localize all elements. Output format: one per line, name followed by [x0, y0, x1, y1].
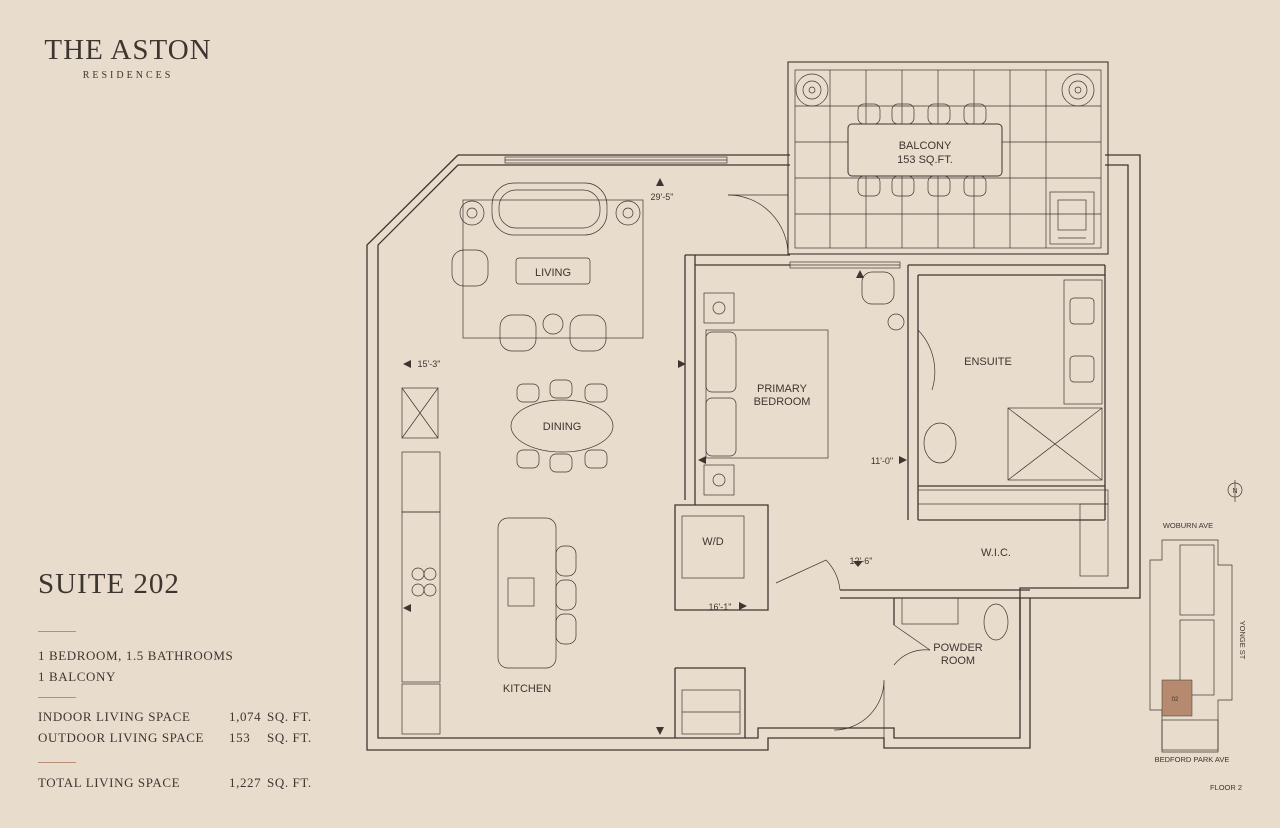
- planter-icon: [795, 73, 829, 107]
- dimension-living-depth: 15'-3": [418, 359, 441, 369]
- living-furniture: [451, 182, 644, 352]
- closet-shelving: [681, 689, 741, 735]
- key-plan: N WOBURN AVE YONGE ST BEDFORD PARK AVE F…: [1149, 480, 1247, 792]
- street-top: WOBURN AVE: [1163, 521, 1213, 530]
- street-right: YONGE ST: [1238, 621, 1247, 660]
- brand-subtitle: RESIDENCES: [82, 70, 174, 81]
- spec-unit: SQ. FT.: [267, 775, 312, 790]
- exterior-walls: [366, 154, 1141, 751]
- spec-value: 153: [229, 730, 251, 745]
- divider: [38, 697, 76, 698]
- bbq-icon: [1049, 191, 1095, 245]
- doors: [727, 194, 936, 738]
- living-label: LIVING: [535, 267, 571, 279]
- balcony-label: BALCONY: [899, 140, 952, 152]
- dining-table: [510, 379, 614, 473]
- street-bottom: BEDFORD PARK AVE: [1155, 755, 1230, 764]
- suite-title: SUITE 202: [38, 568, 180, 600]
- divider: [38, 762, 76, 763]
- planter-icon: [1061, 73, 1095, 107]
- divider: [38, 631, 76, 632]
- dimension-living-width: 29'-5": [651, 192, 674, 202]
- dimension-laundry: 16'-1": [709, 602, 732, 612]
- wd-label: W/D: [702, 536, 723, 548]
- ensuite-label: ENSUITE: [964, 356, 1012, 368]
- windows: [504, 156, 901, 269]
- dimension-wic: 12'-6": [850, 556, 873, 566]
- dining-label: DINING: [543, 421, 582, 433]
- unit-label: 02: [1172, 697, 1179, 703]
- ensuite-fixtures: [923, 279, 1103, 481]
- spec-unit: SQ. FT.: [267, 730, 312, 745]
- brand-logo: THE ASTON RESIDENCES: [38, 34, 218, 81]
- brand-title: THE ASTON: [44, 34, 212, 66]
- spec-outdoor: OUTDOOR LIVING SPACE 153 SQ. FT.: [38, 730, 318, 750]
- spec-label: INDOOR LIVING SPACE: [38, 709, 191, 724]
- balcony: BALCONY 153 SQ.FT.: [787, 61, 1109, 255]
- kitchen-label: KITCHEN: [503, 683, 551, 695]
- spec-indoor: INDOOR LIVING SPACE 1,074 SQ. FT.: [38, 709, 318, 729]
- bedroom-furniture: [703, 271, 905, 496]
- bedroom-label-2: BEDROOM: [754, 396, 811, 408]
- wic-label: W.I.C.: [981, 547, 1011, 559]
- dimension-bedroom: 11'-0": [871, 456, 893, 466]
- interior-walls: [674, 254, 1106, 738]
- north-label: N: [1232, 488, 1237, 495]
- balcony-chairs: [857, 103, 987, 197]
- wic-shelving: [917, 489, 1109, 577]
- kitchen-fixtures: [401, 387, 577, 735]
- spec-value: 1,227: [229, 775, 262, 790]
- laundry-unit: [681, 515, 745, 579]
- powder-label-2: ROOM: [941, 655, 975, 667]
- spec-total: TOTAL LIVING SPACE 1,227 SQ. FT.: [38, 775, 318, 795]
- balcony-count: 1 BALCONY: [38, 669, 116, 684]
- spec-unit: SQ. FT.: [267, 709, 312, 724]
- dimension-arrows: [403, 178, 907, 735]
- floor-label: FLOOR 2: [1210, 783, 1242, 792]
- suite-summary: 1 BEDROOM, 1.5 BATHROOMS 1 BALCONY: [38, 645, 233, 687]
- powder-label-1: POWDER: [933, 642, 983, 654]
- spec-value: 1,074: [229, 709, 262, 724]
- unit-highlight: [1161, 679, 1193, 717]
- spec-label: TOTAL LIVING SPACE: [38, 775, 181, 790]
- bed-bath-count: 1 BEDROOM, 1.5 BATHROOMS: [38, 648, 234, 663]
- powder-fixtures: [901, 597, 1009, 641]
- bedroom-label-1: PRIMARY: [757, 383, 808, 395]
- spec-label: OUTDOOR LIVING SPACE: [38, 730, 205, 745]
- balcony-area-label: 153 SQ.FT.: [897, 154, 953, 166]
